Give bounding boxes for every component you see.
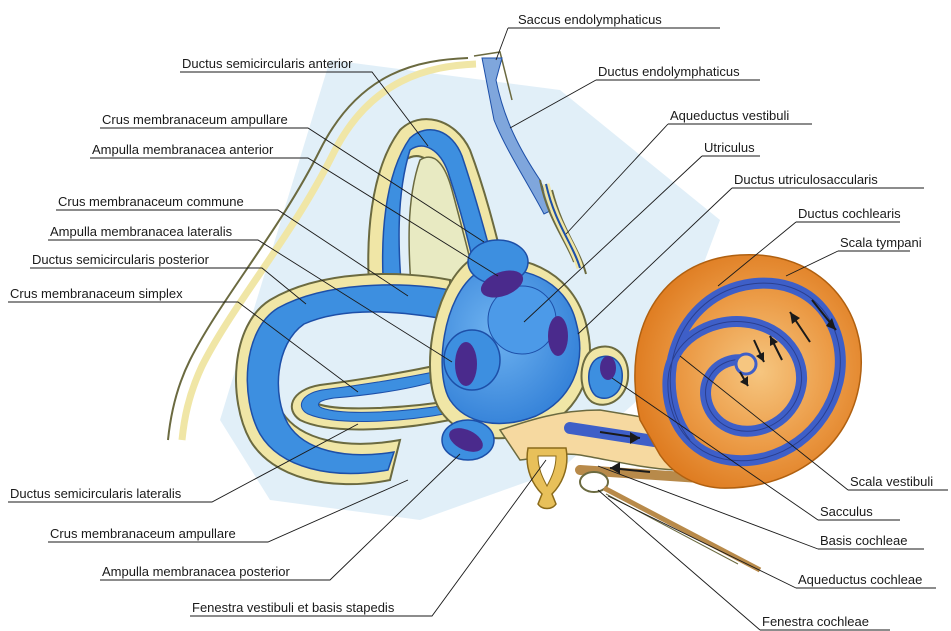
label-basis-cochleae: Basis cochleae	[820, 533, 907, 548]
sacculus-shape	[582, 346, 629, 404]
label-crus-membranaceum-ampullare-top: Crus membranaceum ampullare	[102, 112, 288, 127]
label-fenestra-cochleae: Fenestra cochleae	[762, 614, 869, 629]
label-ampulla-membranacea-posterior: Ampulla membranacea posterior	[102, 564, 291, 579]
label-saccus-endolymphaticus: Saccus endolymphaticus	[518, 12, 662, 27]
label-scala-tympani: Scala tympani	[840, 235, 922, 250]
label-ductus-semicircularis-anterior: Ductus semicircularis anterior	[182, 56, 353, 71]
label-ductus-semicircularis-lateralis: Ductus semicircularis lateralis	[10, 486, 182, 501]
label-ductus-cochlearis: Ductus cochlearis	[798, 206, 901, 221]
label-crus-membranaceum-ampullare-bottom: Crus membranaceum ampullare	[50, 526, 236, 541]
label-ampulla-membranacea-lateralis: Ampulla membranacea lateralis	[50, 224, 233, 239]
label-crus-membranaceum-commune: Crus membranaceum commune	[58, 194, 244, 209]
label-sacculus: Sacculus	[820, 504, 873, 519]
label-ductus-utriculosaccularis: Ductus utriculosaccularis	[734, 172, 878, 187]
label-scala-vestibuli: Scala vestibuli	[850, 474, 933, 489]
label-ampulla-membranacea-anterior: Ampulla membranacea anterior	[92, 142, 274, 157]
label-crus-membranaceum-simplex: Crus membranaceum simplex	[10, 286, 183, 301]
label-aqueductus-vestibuli: Aqueductus vestibuli	[670, 108, 789, 123]
label-ductus-semicircularis-posterior: Ductus semicircularis posterior	[32, 252, 210, 267]
label-fenestra-vestibuli: Fenestra vestibuli et basis stapedis	[192, 600, 395, 615]
label-aqueductus-cochleae: Aqueductus cochleae	[798, 572, 922, 587]
label-ductus-endolymphaticus: Ductus endolymphaticus	[598, 64, 740, 79]
label-utriculus: Utriculus	[704, 140, 755, 155]
